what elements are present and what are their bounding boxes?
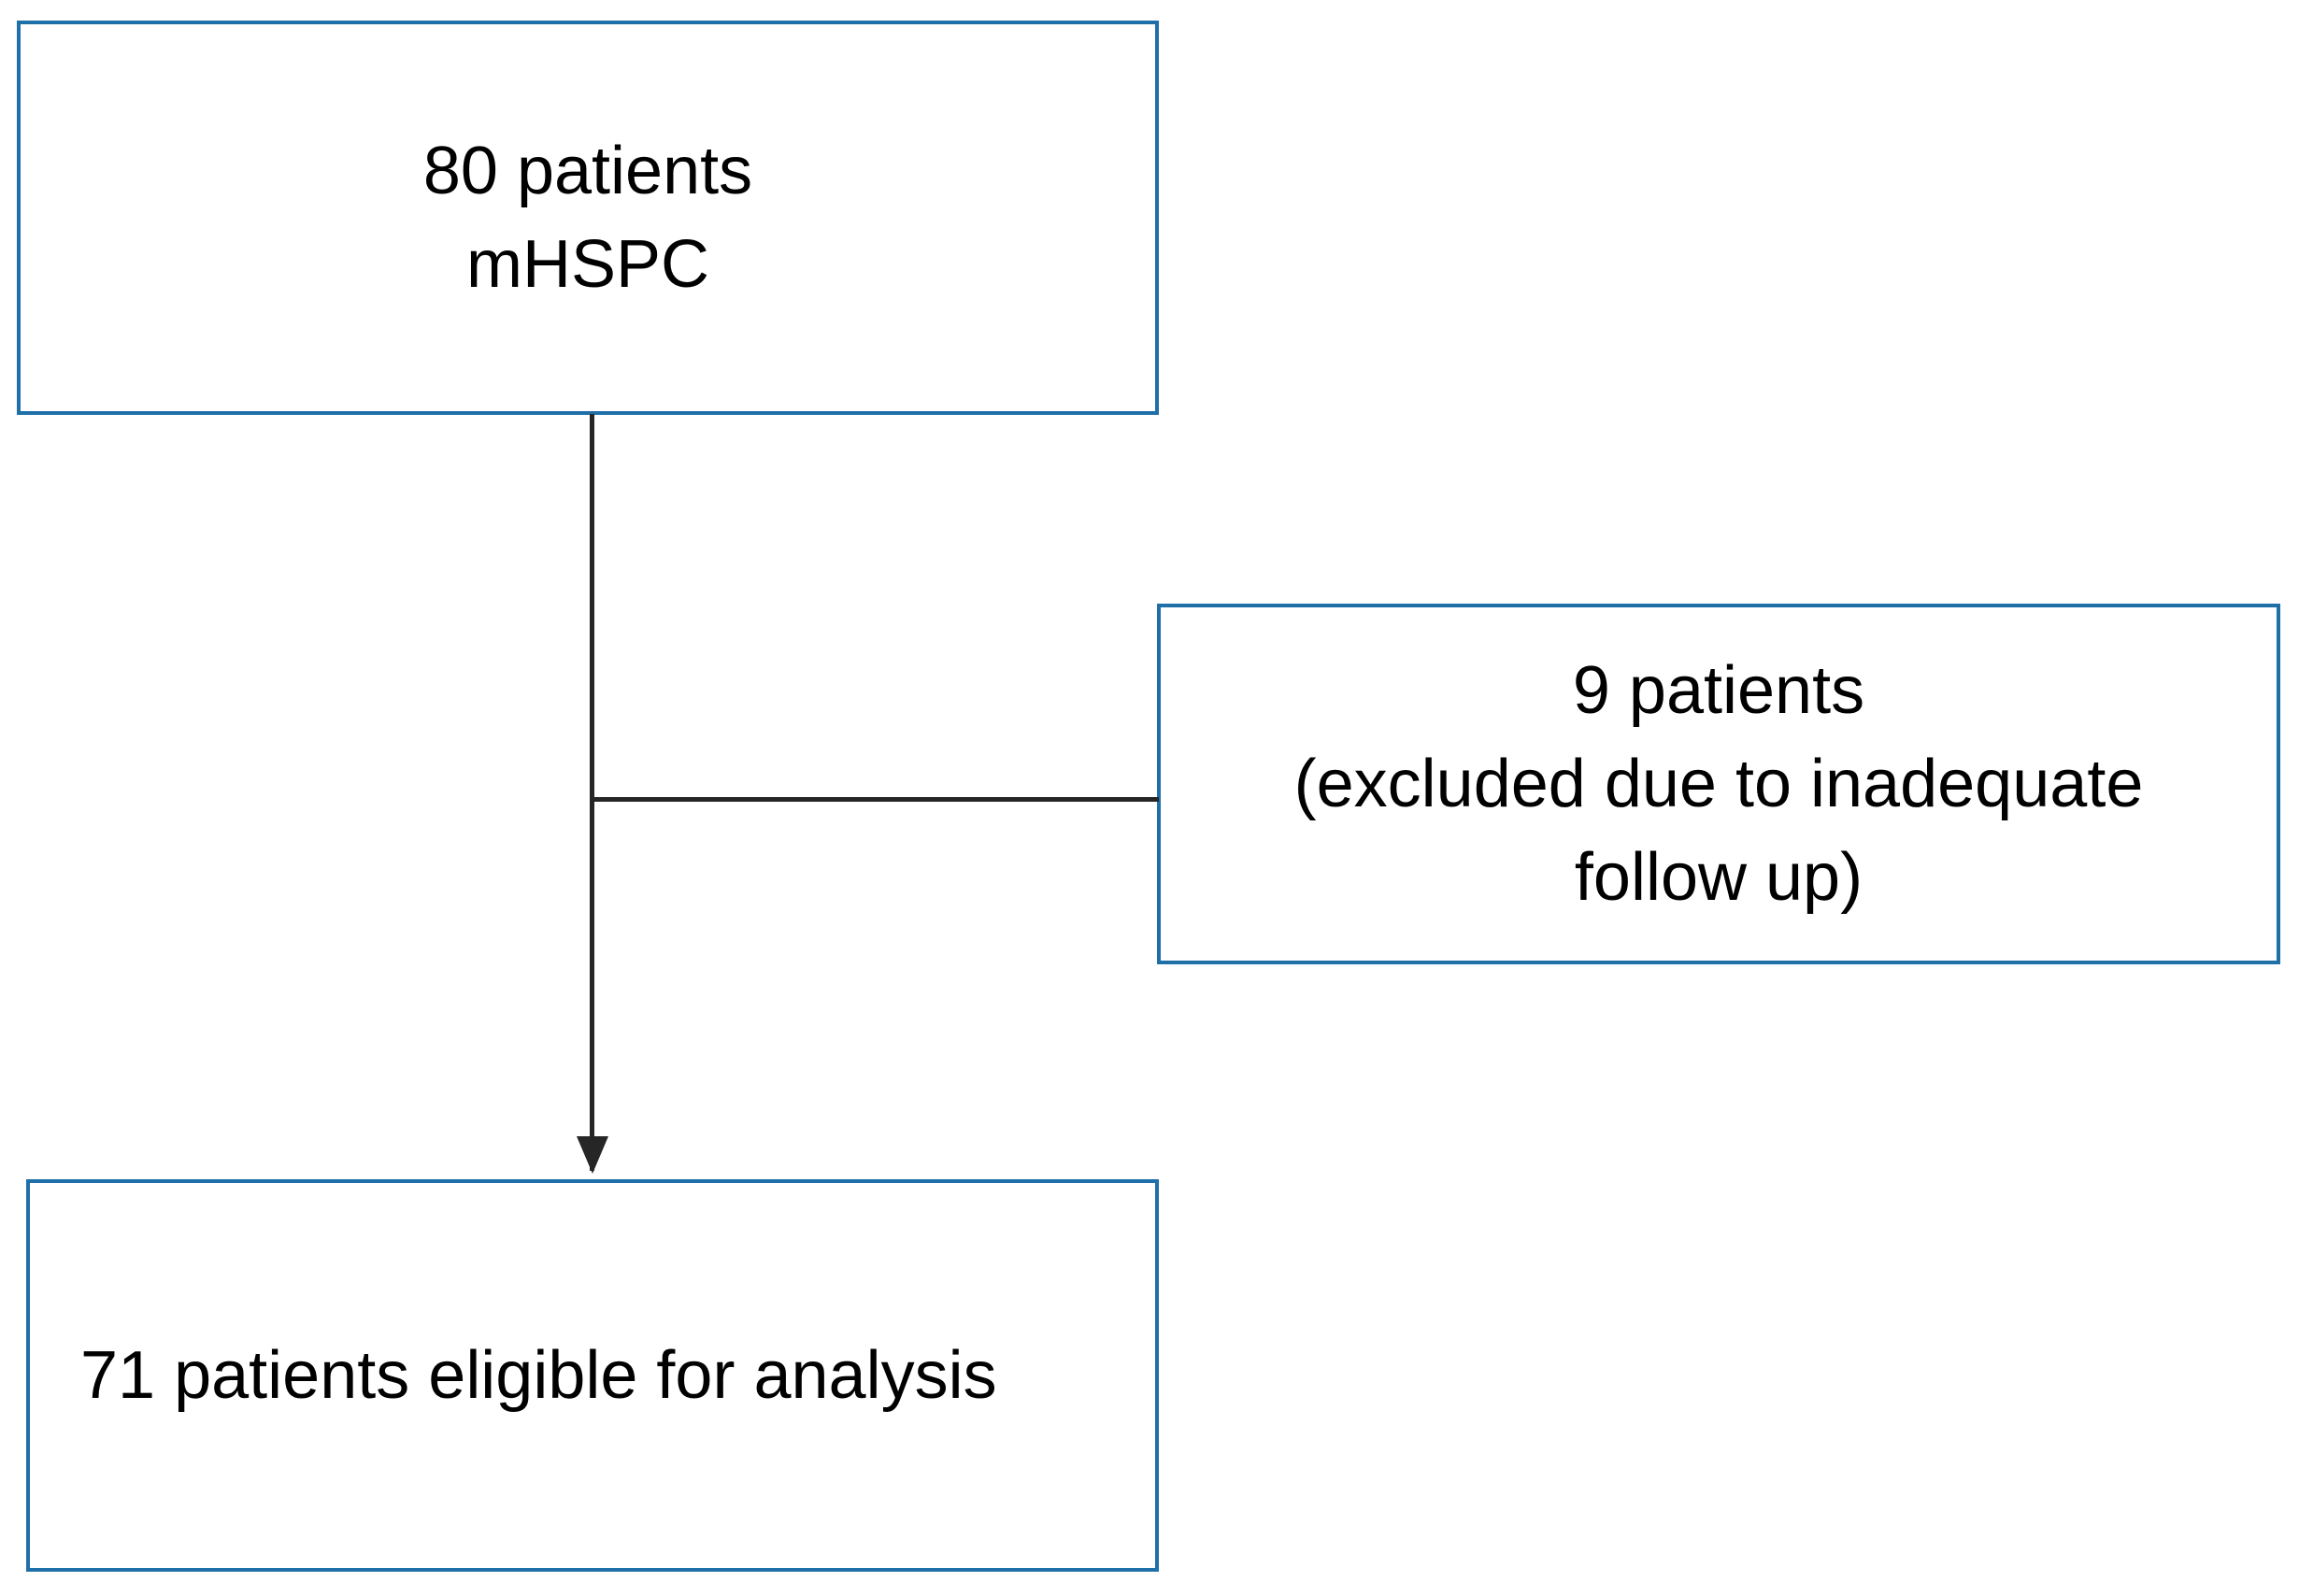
excluded-patients-box: 9 patients (excluded due to inadequate f… (1157, 604, 2280, 964)
excluded-patients-line-2: (excluded due to inadequate (1293, 747, 2144, 821)
source-to-eligible-connector-line (590, 414, 594, 1171)
eligible-patients-box: 71 patients eligible for analysis (26, 1179, 1159, 1572)
excluded-patients-line-1: 9 patients (1572, 653, 1865, 728)
excluded-patients-line-3: follow up) (1574, 840, 1863, 915)
source-to-excluded-connector-line (590, 797, 1159, 802)
source-cohort-box: 80 patients mHSPC (17, 21, 1159, 415)
eligible-patients-line-1: 71 patients eligible for analysis (80, 1338, 997, 1413)
arrow-head-icon (577, 1136, 608, 1174)
source-cohort-line-1: 80 patients (422, 134, 753, 208)
source-cohort-line-2: mHSPC (465, 227, 709, 302)
